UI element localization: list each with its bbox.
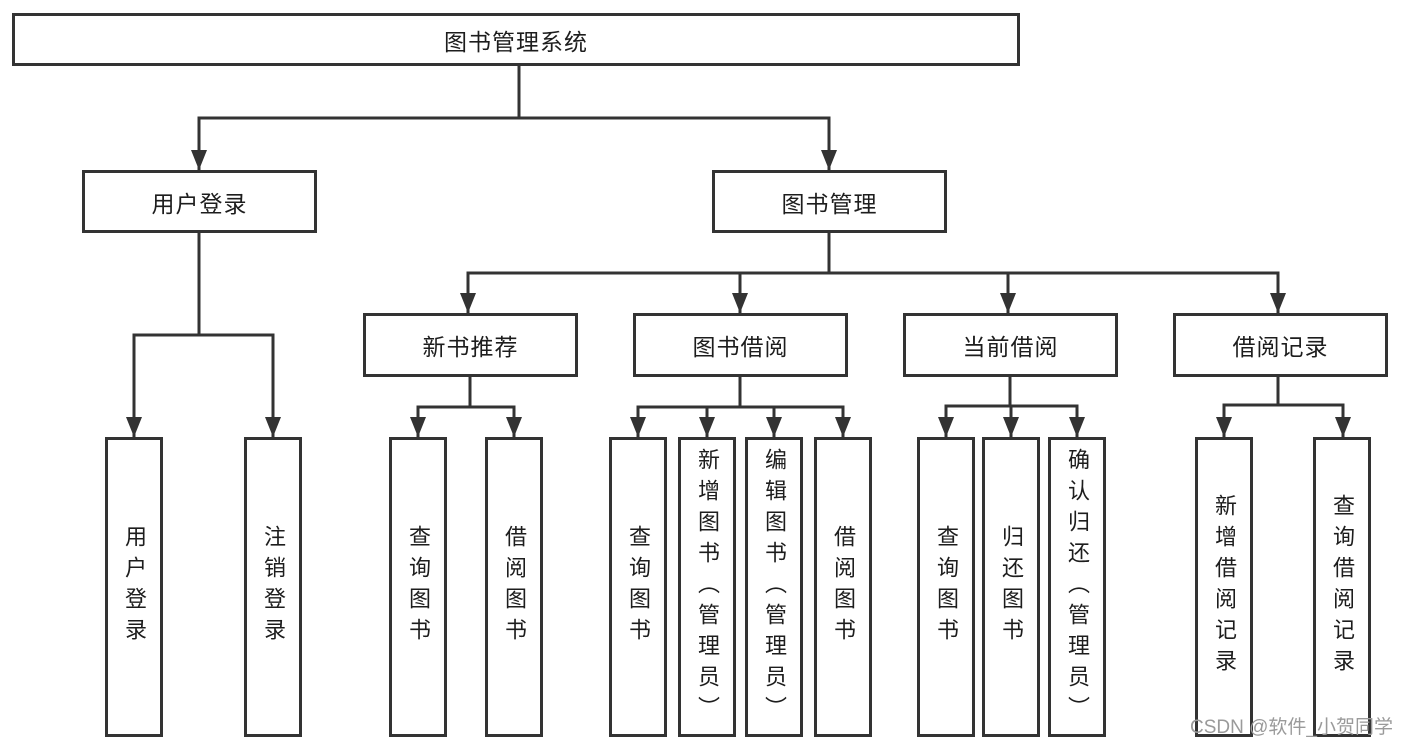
leaf-borrow-query-books-label: 查询图书 [626, 525, 651, 649]
leaf-borrow-query-books: 查询图书 [609, 437, 667, 737]
leaf-borrow-add-books-admin-label: 新增图书（管理员） [695, 447, 720, 727]
leaf-logout: 注销登录 [244, 437, 302, 737]
node-user-login-label: 用户登录 [151, 190, 248, 217]
leaf-borrow-add-books-admin: 新增图书（管理员） [678, 437, 736, 737]
leaf-records-query-record: 查询借阅记录 [1313, 437, 1371, 737]
node-book-borrowing: 图书借阅 [633, 313, 848, 377]
leaf-logout-label: 注销登录 [261, 525, 286, 649]
leaf-user-login-label: 用户登录 [122, 525, 147, 649]
leaf-records-add-record-label: 新增借阅记录 [1212, 494, 1237, 680]
watermark-text: CSDN @软件_小贺同学 [1190, 717, 1393, 738]
leaf-records-query-record-label: 查询借阅记录 [1330, 494, 1355, 680]
leaf-user-login: 用户登录 [105, 437, 163, 737]
leaf-current-return-books: 归还图书 [982, 437, 1040, 737]
node-current-borrowing-label: 当前借阅 [962, 334, 1059, 360]
leaf-borrow-edit-books-admin-label: 编辑图书（管理员） [762, 447, 787, 727]
leaf-borrow-borrow-books-label: 借阅图书 [831, 525, 856, 649]
leaf-current-confirm-return-admin-label: 确认归还（管理员） [1065, 447, 1090, 727]
leaf-current-return-books-label: 归还图书 [999, 525, 1024, 649]
leaf-new-books-query-books-label: 查询图书 [406, 525, 431, 649]
node-library-management-system-label: 图书管理系统 [444, 28, 588, 55]
node-new-book-recommend-label: 新书推荐 [422, 334, 519, 360]
node-borrowing-records-label: 借阅记录 [1232, 334, 1329, 360]
node-current-borrowing: 当前借阅 [903, 313, 1118, 377]
leaf-current-confirm-return-admin: 确认归还（管理员） [1048, 437, 1106, 737]
leaf-current-query-books-label: 查询图书 [934, 525, 959, 649]
node-book-borrowing-label: 图书借阅 [692, 334, 789, 360]
node-book-management: 图书管理 [712, 170, 947, 233]
leaf-borrow-borrow-books: 借阅图书 [814, 437, 872, 737]
node-book-management-label: 图书管理 [781, 190, 878, 217]
node-new-book-recommend: 新书推荐 [363, 313, 578, 377]
leaf-borrow-edit-books-admin: 编辑图书（管理员） [745, 437, 803, 737]
leaf-records-add-record: 新增借阅记录 [1195, 437, 1253, 737]
leaf-new-books-borrow-books: 借阅图书 [485, 437, 543, 737]
node-borrowing-records: 借阅记录 [1173, 313, 1388, 377]
leaf-new-books-query-books: 查询图书 [389, 437, 447, 737]
node-user-login: 用户登录 [82, 170, 317, 233]
leaf-current-query-books: 查询图书 [917, 437, 975, 737]
leaf-new-books-borrow-books-label: 借阅图书 [502, 525, 527, 649]
node-library-management-system: 图书管理系统 [12, 13, 1020, 66]
